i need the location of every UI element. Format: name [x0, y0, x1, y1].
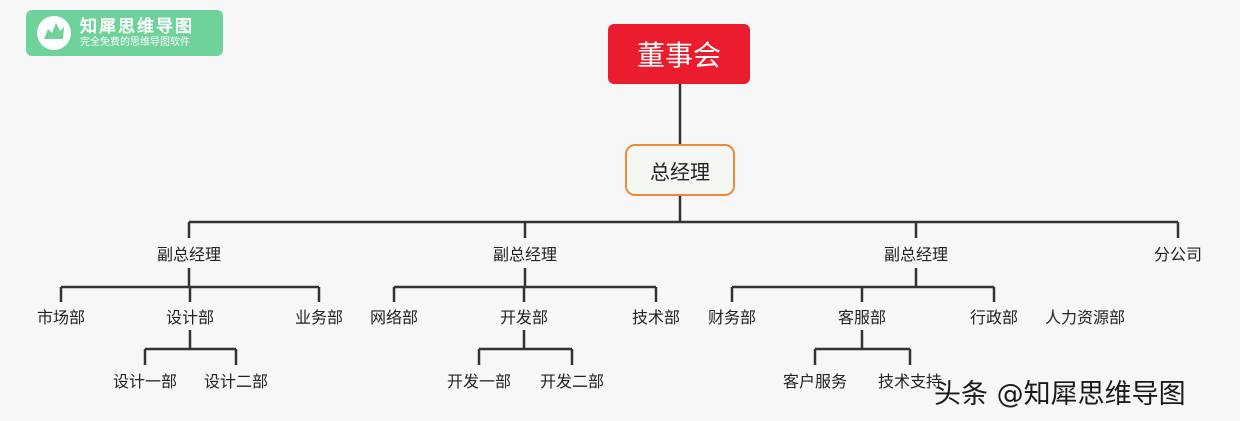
rhino-icon — [37, 16, 71, 50]
general-manager-node[interactable]: 总经理 — [625, 144, 735, 196]
watermark-text: 头条 @知犀思维导图 — [934, 379, 1186, 410]
vp-node-1[interactable]: 副总经理 — [156, 245, 222, 264]
vp-node-2[interactable]: 副总经理 — [492, 245, 558, 264]
subunit-node-dev-1[interactable]: 开发一部 — [446, 372, 512, 391]
dept-node-development[interactable]: 开发部 — [499, 308, 549, 327]
subunit-node-design-2[interactable]: 设计二部 — [203, 372, 269, 391]
dept-node-customer-service[interactable]: 客服部 — [837, 308, 887, 327]
dept-node-network[interactable]: 网络部 — [369, 308, 419, 327]
logo-title: 知犀思维导图 — [80, 16, 194, 37]
root-node-board[interactable]: 董事会 — [608, 24, 750, 84]
dept-node-technology[interactable]: 技术部 — [631, 308, 681, 327]
subunit-node-customer-service[interactable]: 客户服务 — [782, 372, 848, 391]
logo-subtitle: 完全免费的思维导图软件 — [80, 37, 190, 49]
branch-office-node[interactable]: 分公司 — [1153, 245, 1203, 264]
logo-badge: 知犀思维导图 完全免费的思维导图软件 — [26, 10, 223, 56]
subunit-node-dev-2[interactable]: 开发二部 — [539, 372, 605, 391]
subunit-node-design-1[interactable]: 设计一部 — [112, 372, 178, 391]
dept-node-administration[interactable]: 行政部 — [969, 308, 1019, 327]
dept-node-finance[interactable]: 财务部 — [707, 308, 757, 327]
dept-node-design[interactable]: 设计部 — [165, 308, 215, 327]
subunit-node-tech-support[interactable]: 技术支持 — [877, 372, 943, 391]
dept-node-hr[interactable]: 人力资源部 — [1044, 308, 1126, 327]
dept-node-business[interactable]: 业务部 — [294, 308, 344, 327]
vp-node-3[interactable]: 副总经理 — [883, 245, 949, 264]
dept-node-marketing[interactable]: 市场部 — [36, 308, 86, 327]
